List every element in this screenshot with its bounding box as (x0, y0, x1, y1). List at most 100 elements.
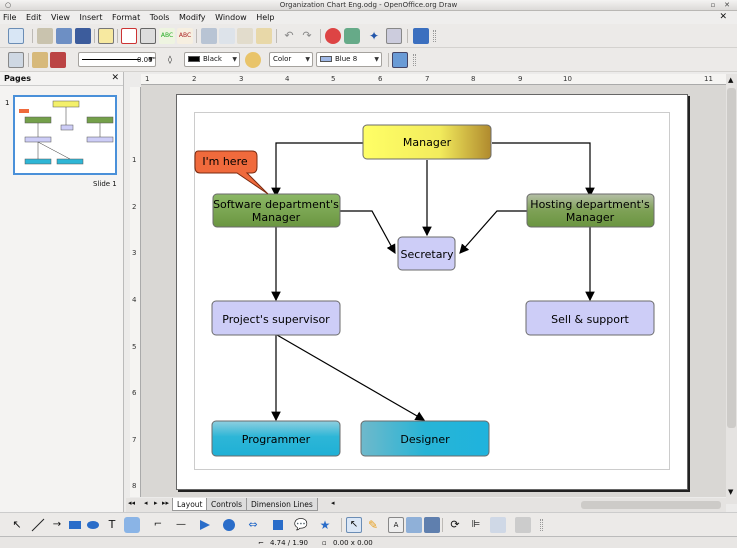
menu-file[interactable]: File (3, 13, 17, 22)
line-color-select[interactable]: Black ▼ (184, 52, 240, 67)
slide-number: 1 (5, 99, 10, 107)
redo-icon[interactable]: ↷ (302, 29, 312, 42)
block-arrows-icon[interactable]: ⇔ (248, 518, 258, 531)
tab-next-icon[interactable]: ▸ (154, 499, 158, 507)
copy-icon[interactable] (219, 28, 235, 44)
menu-tools[interactable]: Tools (149, 13, 170, 22)
new-document-icon[interactable] (8, 28, 24, 44)
print-icon[interactable] (140, 28, 156, 44)
ruler-h-3: 3 (239, 75, 244, 83)
select-icon[interactable]: ↖ (12, 518, 22, 531)
area-style-select[interactable]: Color ▼ (269, 52, 313, 67)
stars-icon[interactable]: ★ (319, 518, 331, 532)
rotate-icon[interactable]: ⟳ (450, 518, 460, 531)
ruler-h-10: 10 (563, 75, 572, 83)
callout-label: I'm here (202, 155, 248, 168)
tab-last-icon[interactable]: ▸▸ (162, 499, 170, 507)
close-document-icon[interactable]: ✕ (719, 12, 727, 22)
scroll-up-icon[interactable]: ▲ (728, 76, 734, 84)
basic-shapes-icon[interactable] (197, 517, 213, 533)
help-icon[interactable] (413, 28, 429, 44)
tab-prev-icon[interactable]: ◂ (144, 499, 148, 507)
horizontal-scroll-thumb[interactable] (581, 501, 721, 509)
toolbar-grip[interactable] (433, 30, 436, 42)
connector-hosting-secretary (459, 210, 527, 254)
node-sell-support (525, 300, 655, 336)
vertical-ruler[interactable]: 1 2 3 4 5 6 7 8 (130, 87, 141, 497)
shadow-icon[interactable] (392, 52, 408, 68)
rectangle-icon[interactable] (67, 517, 83, 533)
position-icon: ⌐ (258, 539, 264, 547)
area-icon[interactable] (245, 52, 261, 68)
line-style-select[interactable]: ▼ (78, 52, 156, 67)
points-mode-icon[interactable]: ↖ (346, 517, 362, 533)
extrusion-icon[interactable] (424, 517, 440, 533)
slide-thumbnail[interactable] (13, 95, 117, 175)
points-icon[interactable]: ✦ (368, 29, 380, 43)
navigator-icon[interactable] (344, 28, 360, 44)
align-icon[interactable]: ⊫ (471, 519, 481, 530)
styles-icon[interactable] (8, 52, 24, 68)
node-designer-label: Designer (400, 433, 450, 446)
menu-modify[interactable]: Modify (179, 13, 206, 22)
paste-icon[interactable] (237, 28, 253, 44)
tab-layout[interactable]: Layout (172, 498, 208, 511)
glue-points-icon[interactable] (386, 28, 402, 44)
line-icon[interactable] (32, 52, 48, 68)
ruler-h-7: 7 (425, 75, 430, 83)
drawing-page[interactable]: Manager Software department's Manager Ho… (176, 94, 688, 490)
toolbar-grip[interactable] (540, 519, 543, 531)
chart-icon[interactable] (325, 28, 341, 44)
menu-help[interactable]: Help (256, 13, 275, 22)
scroll-left-icon[interactable]: ◂ (331, 499, 335, 507)
minimize-button[interactable]: ▫ (710, 1, 716, 9)
email-icon[interactable] (75, 28, 91, 44)
menu-edit[interactable]: Edit (25, 13, 42, 22)
vertical-scrollbar[interactable]: ▲ ▼ (726, 74, 737, 504)
line-arrow-icon[interactable]: → (52, 519, 62, 530)
edit-file-icon[interactable] (98, 28, 114, 44)
close-panel-icon[interactable]: ✕ (111, 73, 119, 83)
menu-format[interactable]: Format (112, 13, 141, 22)
callouts-icon[interactable]: 💬 (294, 518, 308, 531)
flowchart-icon[interactable] (270, 517, 286, 533)
cut-icon[interactable] (201, 28, 217, 44)
lines-arrows-icon[interactable]: — (176, 519, 186, 530)
horizontal-ruler[interactable]: 1 2 3 4 5 6 7 8 9 10 11 (141, 74, 726, 85)
spellcheck-icon[interactable]: ABC (159, 28, 175, 44)
ellipse-icon[interactable] (85, 517, 101, 533)
area-color-select[interactable]: Blue 8 ▼ (316, 52, 382, 67)
scroll-down-icon[interactable]: ▼ (728, 488, 734, 496)
fontwork-icon[interactable]: A (388, 517, 404, 533)
tab-controls[interactable]: Controls (206, 498, 248, 511)
line-width-value[interactable]: 0.00" (137, 56, 156, 64)
tab-dimension-lines[interactable]: Dimension Lines (246, 498, 318, 511)
gluepoints-icon[interactable]: ✎ (367, 518, 379, 532)
export-pdf-icon[interactable] (121, 28, 137, 44)
undo-icon[interactable]: ↶ (284, 29, 294, 42)
close-window-button[interactable]: ✕ (724, 1, 730, 9)
menu-window[interactable]: Window (215, 13, 247, 22)
connector-icon[interactable]: ⌐ (153, 519, 163, 530)
save-icon[interactable] (56, 28, 72, 44)
ruler-v-7: 7 (132, 436, 137, 444)
clone-formatting-icon[interactable] (256, 28, 272, 44)
insert-image-icon[interactable] (406, 517, 422, 533)
autospellcheck-icon[interactable]: ABC (177, 28, 193, 44)
menu-view[interactable]: View (50, 13, 70, 22)
curve-icon[interactable] (124, 517, 140, 533)
vertical-scroll-thumb[interactable] (727, 88, 736, 428)
size-icon: ▫ (322, 539, 327, 547)
text-icon[interactable]: T (108, 518, 116, 531)
open-icon[interactable] (37, 28, 53, 44)
toolbar-grip[interactable] (413, 54, 416, 66)
symbol-shapes-icon[interactable] (221, 517, 237, 533)
tab-first-icon[interactable]: ◂◂ (128, 499, 136, 507)
line-tool-icon[interactable] (30, 517, 46, 533)
arrow-style-icon[interactable] (50, 52, 66, 68)
arrange-icon[interactable] (490, 517, 506, 533)
drawing-canvas[interactable]: Manager Software department's Manager Ho… (141, 85, 726, 497)
menu-insert[interactable]: Insert (79, 13, 103, 22)
shadow-toggle-icon[interactable] (515, 517, 531, 533)
spin-icon[interactable]: ◊ (168, 55, 172, 64)
